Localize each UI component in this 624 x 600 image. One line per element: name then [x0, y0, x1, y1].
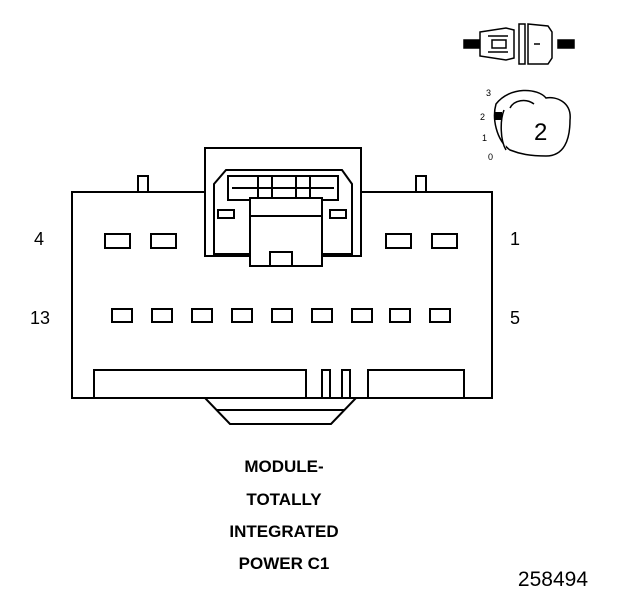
connector-latch — [204, 147, 362, 267]
dial-scale-0: 0 — [488, 152, 493, 162]
cavity — [311, 308, 333, 323]
pin-label-1: 1 — [510, 229, 521, 249]
pin-label-5: 5 — [510, 308, 521, 328]
cavity — [231, 308, 253, 323]
cavity — [191, 308, 213, 323]
bottom-rail — [93, 369, 465, 399]
cavity — [151, 308, 173, 323]
cavity — [385, 233, 412, 249]
cavity — [389, 308, 411, 323]
pin-label-4: 4 — [34, 229, 45, 249]
cavity — [104, 233, 131, 249]
dial-scale-1: 1 — [482, 133, 487, 143]
cavity-row-top — [104, 233, 458, 249]
dial-scale-2: 2 — [480, 112, 485, 122]
cavity — [351, 308, 373, 323]
cavity — [271, 308, 293, 323]
cpa-position-dial-icon — [493, 89, 571, 157]
caption-line-2: TOTALLY — [246, 490, 322, 509]
cavity — [429, 308, 451, 323]
cavity — [431, 233, 458, 249]
connector-side-view-icon — [463, 23, 575, 65]
caption-line-4: POWER C1 — [238, 554, 330, 573]
dial-position-value: 2 — [534, 119, 547, 146]
figure-number: 258494 — [517, 568, 588, 591]
pin-label-13: 13 — [30, 308, 51, 328]
caption-line-1: MODULE- — [244, 457, 324, 476]
dial-scale-3: 3 — [486, 88, 491, 98]
cavity — [150, 233, 177, 249]
cavity-row-bottom — [111, 308, 451, 323]
cavity — [111, 308, 133, 323]
caption-line-3: INTEGRATED — [229, 522, 339, 541]
